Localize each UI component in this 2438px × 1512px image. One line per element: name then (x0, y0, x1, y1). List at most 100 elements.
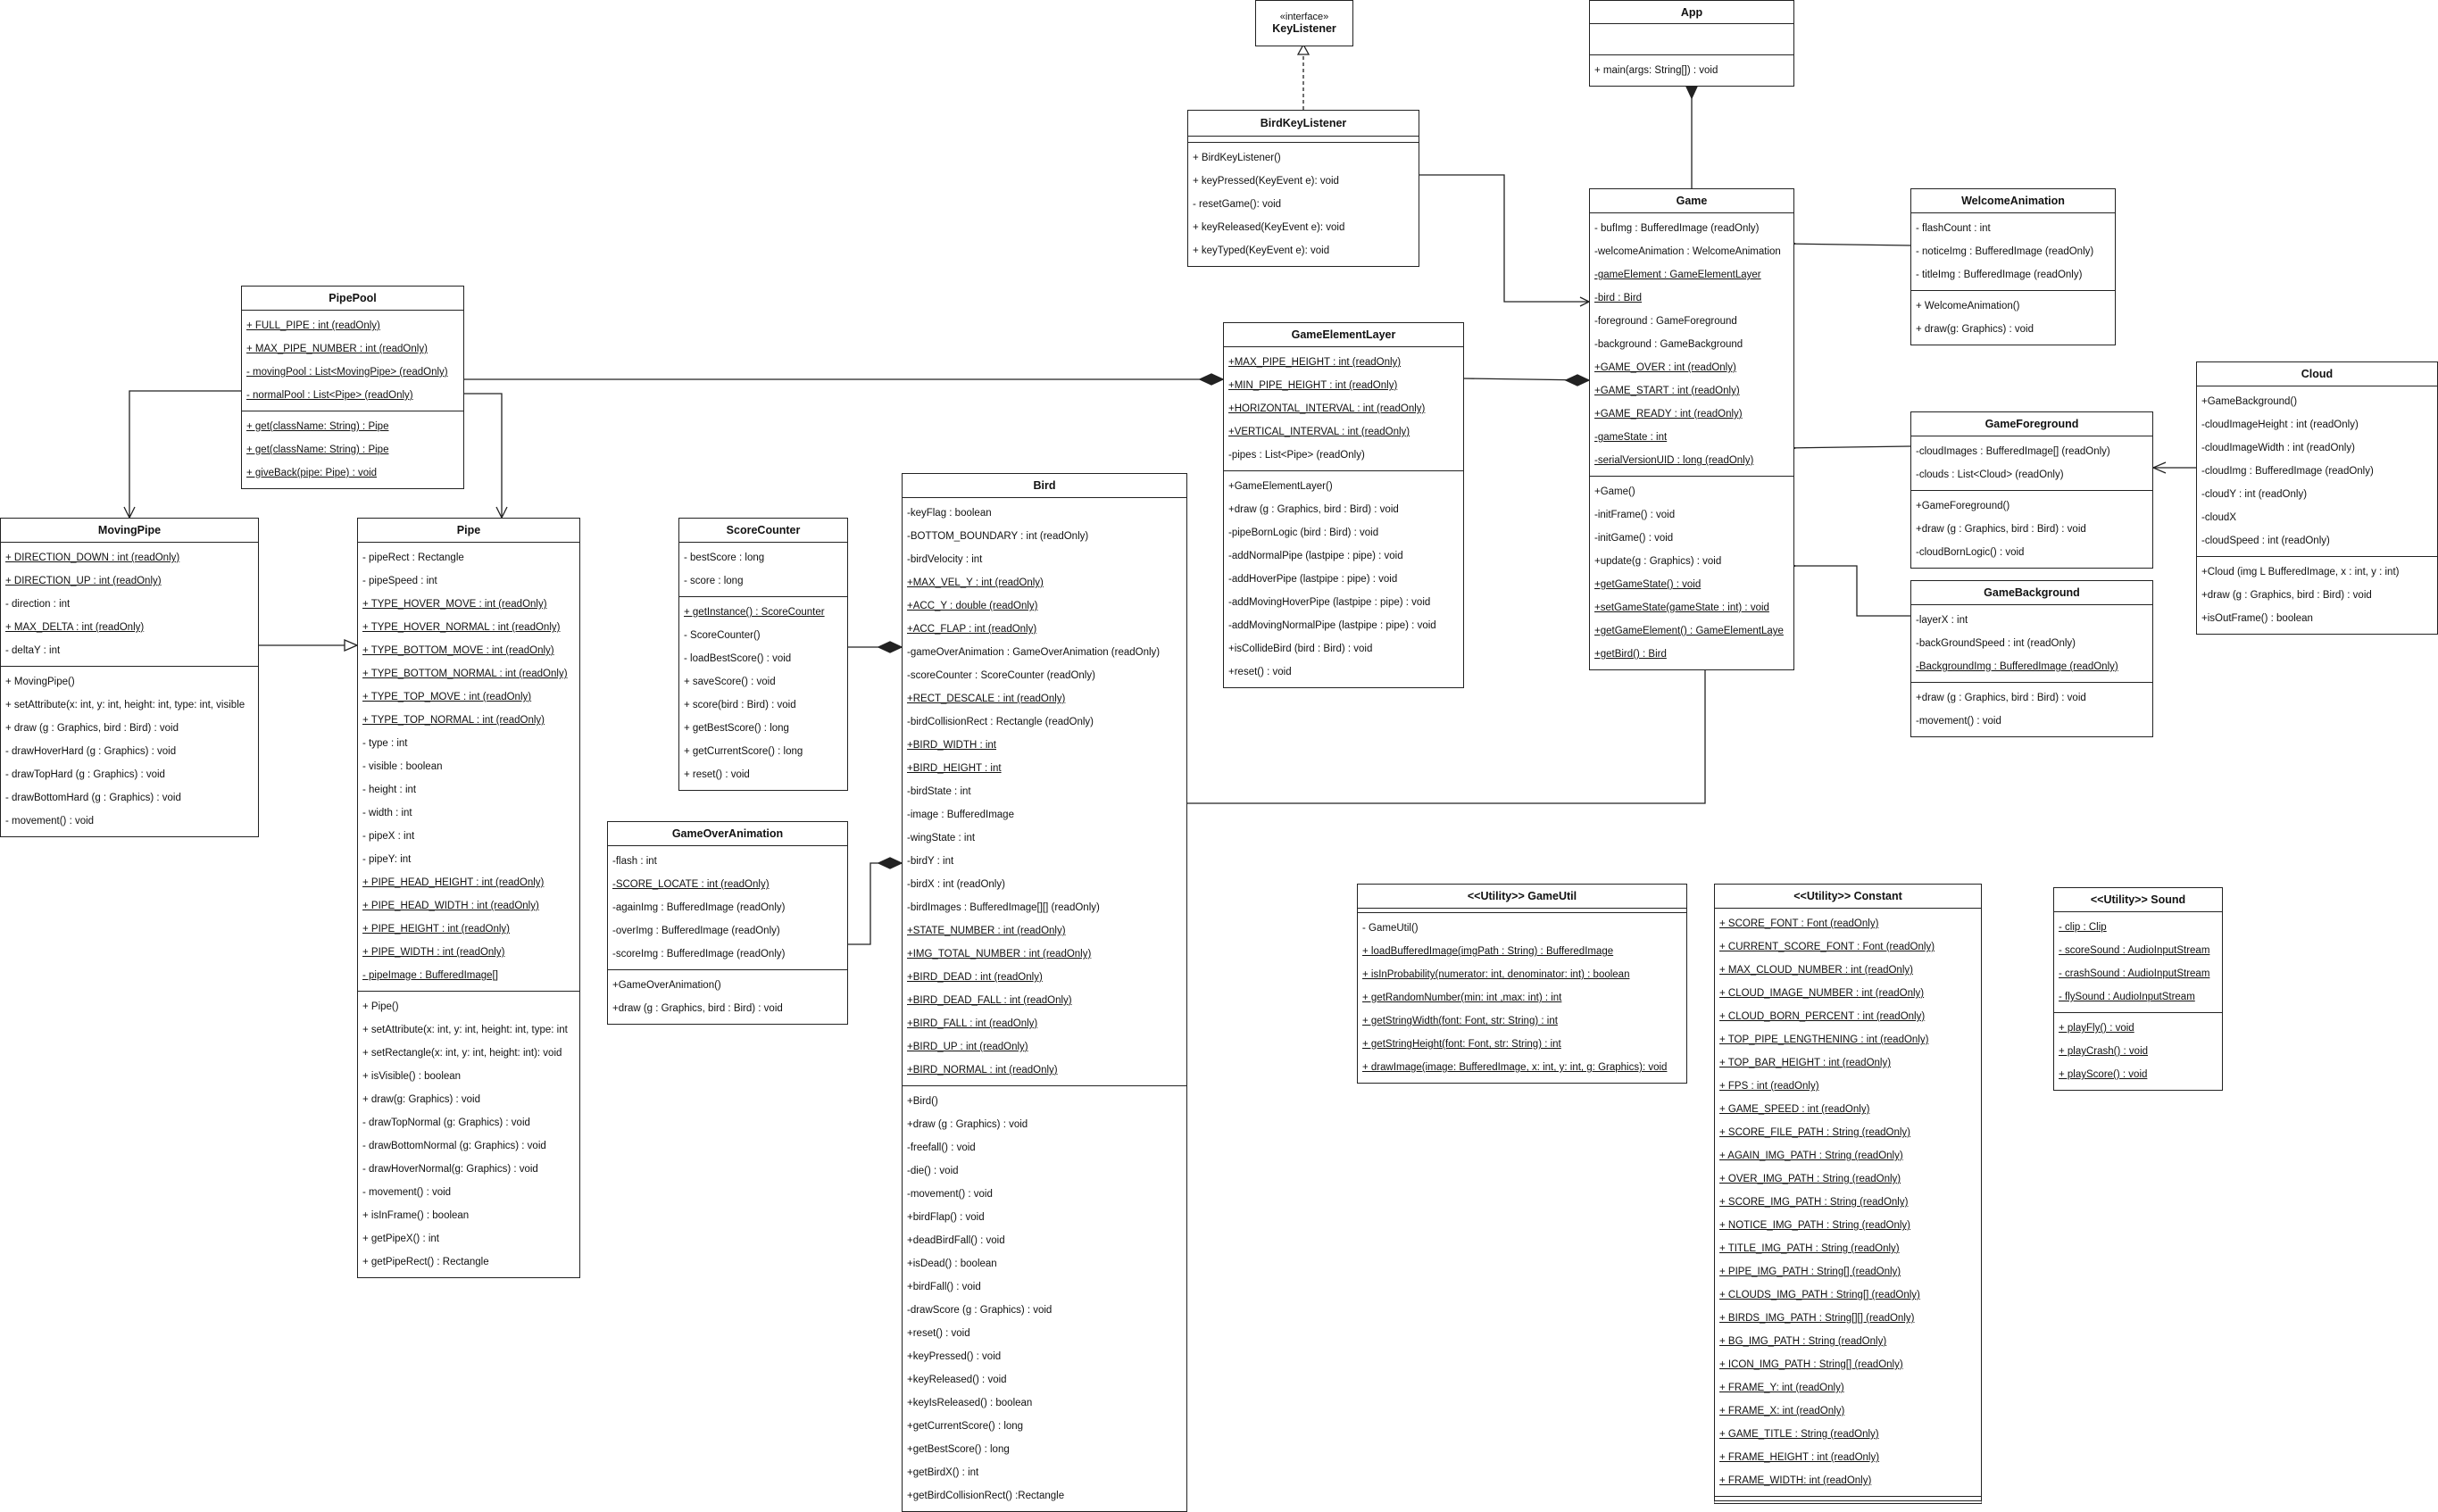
operation-row: -addMovingNormalPipe (lastpipe : pipe) :… (1228, 620, 1436, 631)
attribute-row: +MAX_VEL_Y : int (readOnly) (907, 577, 1044, 588)
attribute-row: + TYPE_BOTTOM_MOVE : int (readOnly) (362, 645, 554, 656)
class-movingpipe[interactable]: MovingPipe+ DIRECTION_DOWN : int (readOn… (0, 518, 259, 837)
class-name: Game (1676, 195, 1708, 207)
class-header: Game (1590, 189, 1793, 213)
operation-row: - ScoreCounter() (684, 630, 761, 641)
attribute-row: + FPS : int (readOnly) (1719, 1081, 1819, 1092)
operation-row: +Cloud (img L BufferedImage, x : int, y … (2201, 567, 2400, 577)
operation-row: + BirdKeyListener() (1193, 153, 1281, 163)
operation-row: + getRandomNumber(min: int ,max: int) : … (1362, 993, 1562, 1003)
operation-row: + getCurrentScore() : long (684, 746, 803, 757)
attributes-section: -layerX : int-backGroundSpeed : int (rea… (1911, 605, 2152, 683)
attribute-row: + FRAME_WIDTH: int (readOnly) (1719, 1475, 1872, 1486)
operation-row: + getStringHeight(font: Font, str: Strin… (1362, 1039, 1561, 1050)
operations-section: +Bird()+draw (g : Graphics) : void-freef… (903, 1086, 1186, 1511)
class-game[interactable]: Game - bufImg : BufferedImage (readOnly)-… (1589, 188, 1794, 670)
attribute-row: +RECT_DESCALE : int (readOnly) (907, 694, 1066, 704)
class-sound[interactable]: <<Utility>> Sound- clip : Clip- scoreSou… (2053, 887, 2223, 1091)
class-stereotype: «interface» (1279, 12, 1329, 22)
attribute-row: -overImg : BufferedImage (readOnly) (612, 926, 780, 936)
class-welcome[interactable]: WelcomeAnimation- flashCount : int- noti… (1910, 188, 2116, 345)
attribute-row: + PIPE_HEAD_WIDTH : int (readOnly) (362, 901, 539, 911)
attribute-row: +STATE_NUMBER : int (readOnly) (907, 926, 1066, 936)
attribute-row: -birdY : int (907, 856, 954, 867)
class-gameover[interactable]: GameOverAnimation-flash : int-SCORE_LOCA… (607, 821, 848, 1025)
class-header: BirdKeyListener (1188, 111, 1419, 137)
class-keylistener[interactable]: «interface»KeyListener (1255, 0, 1353, 46)
class-name: App (1680, 5, 1703, 19)
attributes-section (1358, 909, 1686, 913)
operation-row: +getBirdCollisionRect() :Rectangle (907, 1491, 1065, 1501)
class-background[interactable]: GameBackground-layerX : int-backGroundSp… (1910, 580, 2153, 737)
attribute-row: + MAX_CLOUD_NUMBER : int (readOnly) (1719, 965, 1913, 976)
operation-row: + getPipeX() : int (362, 1234, 439, 1244)
operation-row: + WelcomeAnimation() (1916, 301, 2020, 312)
operation-row: + Pipe() (362, 1001, 399, 1012)
operation-row: - movement() : void (5, 816, 95, 827)
operation-row: +getBird() : Bird (1594, 649, 1667, 660)
attribute-row: -keyFlag : boolean (907, 508, 992, 519)
operation-row: -die() : void (907, 1166, 959, 1176)
class-name: WelcomeAnimation (1961, 195, 2065, 207)
operations-section: + playFly() : void+ playCrash() : void+ … (2054, 1013, 2222, 1090)
operations-section: + getInstance() : ScoreCounter- ScoreCou… (679, 597, 847, 790)
class-name: Bird (1033, 479, 1056, 492)
operation-row: + drawImage(image: BufferedImage, x: int… (1362, 1062, 1668, 1073)
operation-row: + score(bird : Bird) : void (684, 700, 796, 710)
composition-game-foreground (1783, 445, 1911, 449)
class-name: <<Utility>> GameUtil (1467, 890, 1577, 902)
class-foreground[interactable]: GameForeground-cloudImages : BufferedIma… (1910, 411, 2153, 569)
attribute-row: -pipes : List<Pipe> (readOnly) (1228, 450, 1365, 461)
attribute-row: + TYPE_TOP_NORMAL : int (readOnly) (362, 715, 545, 726)
operations-section: +GameForeground()+draw (g : Graphics, bi… (1911, 491, 2152, 568)
class-cloud[interactable]: Cloud+GameBackground()-cloudImageHeight … (2196, 361, 2438, 635)
operation-row: - loadBestScore() : void (684, 653, 792, 664)
attribute-row: + TYPE_TOP_MOVE : int (readOnly) (362, 692, 532, 702)
attribute-row: - height : int (362, 785, 417, 795)
operation-row: +reset() : void (907, 1328, 970, 1339)
attribute-row: -birdState : int (907, 786, 971, 797)
class-header: Cloud (2197, 362, 2437, 386)
class-pipe[interactable]: Pipe- pipeRect : Rectangle- pipeSpeed : … (357, 518, 580, 1278)
operation-row: - drawHoverHard (g : Graphics) : void (5, 746, 177, 757)
class-app[interactable]: App + main(args: String[]) : void (1589, 0, 1794, 87)
class-pipepool[interactable]: PipePool+ FULL_PIPE : int (readOnly)+ MA… (241, 286, 464, 489)
attribute-row: - crashSound : AudioInputStream (2059, 968, 2210, 979)
attribute-row: - normalPool : List<Pipe> (readOnly) (246, 390, 413, 401)
class-birdkeylistener[interactable]: BirdKeyListener+ BirdKeyListener()+ keyP… (1187, 110, 1419, 267)
attribute-row: +BIRD_NORMAL : int (readOnly) (907, 1065, 1058, 1076)
class-gameutil[interactable]: <<Utility>> GameUtil- GameUtil()+ loadBu… (1357, 884, 1687, 1084)
class-constant[interactable]: <<Utility>> Constant+ SCORE_FONT : Font … (1714, 884, 1982, 1504)
operation-row: + draw(g: Graphics) : void (362, 1094, 480, 1105)
operation-row: + reset() : void (684, 769, 750, 780)
operation-row: + saveScore() : void (684, 677, 776, 687)
attribute-row: + TOP_BAR_HEIGHT : int (readOnly) (1719, 1058, 1892, 1068)
attribute-row: -cloudY : int (readOnly) (2201, 489, 2308, 500)
attribute-row: - clip : Clip (2059, 922, 2107, 933)
class-scorecounter[interactable]: ScoreCounter- bestScore : long- score : … (678, 518, 848, 791)
operation-row: - drawTopHard (g : Graphics) : void (5, 769, 165, 780)
attribute-row: + PIPE_WIDTH : int (readOnly) (362, 947, 505, 958)
operation-row: -initGame() : void (1594, 533, 1674, 544)
operations-section: + main(args: String[]) : void (1590, 55, 1793, 86)
class-name: ScoreCounter (726, 524, 801, 536)
attribute-row: +BIRD_FALL : int (readOnly) (907, 1018, 1038, 1029)
class-name: MovingPipe (97, 524, 162, 536)
class-bird[interactable]: Bird-keyFlag : boolean-BOTTOM_BOUNDARY :… (902, 473, 1187, 1512)
operation-row: +setGameState(gameState : int) : void (1594, 602, 1769, 613)
attribute-row: -cloudX (2201, 512, 2236, 523)
attribute-row: - noticeImg : BufferedImage (readOnly) (1916, 246, 2094, 257)
operation-row: + keyReleased(KeyEvent e): void (1193, 222, 1345, 233)
attribute-row: + TYPE_BOTTOM_NORMAL : int (readOnly) (362, 669, 568, 679)
attribute-row: + CLOUD_BORN_PERCENT : int (readOnly) (1719, 1011, 1926, 1022)
composition-game-layer (1463, 378, 1590, 381)
association-birdkeylistener-game (1419, 174, 1589, 303)
attributes-section: - bufImg : BufferedImage (readOnly)-welc… (1590, 213, 1793, 477)
operation-row: -movement() : void (907, 1189, 993, 1200)
operation-row: + MovingPipe() (5, 677, 75, 687)
class-name: KeyListener (1272, 22, 1336, 35)
class-header: Pipe (358, 519, 579, 543)
attribute-row: + CLOUDS_IMG_PATH : String[] (readOnly) (1719, 1290, 1920, 1300)
class-name: Pipe (456, 524, 481, 536)
class-layer[interactable]: GameElementLayer+MAX_PIPE_HEIGHT : int (… (1223, 322, 1464, 688)
